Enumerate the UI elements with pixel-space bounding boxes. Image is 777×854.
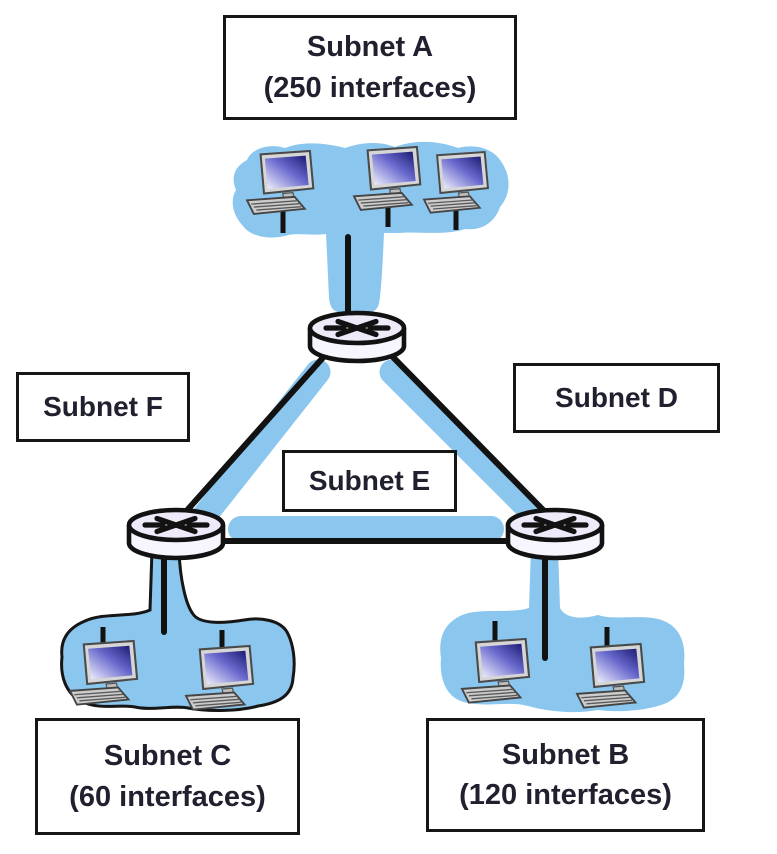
subnet-b-label-box: Subnet B (120 interfaces)	[426, 718, 705, 832]
subnet-a-name: Subnet A	[306, 31, 434, 64]
router-left-icon	[129, 510, 223, 558]
router-top-icon	[310, 313, 404, 361]
subnet-b-detail: (120 interfaces)	[459, 779, 672, 811]
subnet-a-label-box: Subnet A (250 interfaces)	[223, 15, 517, 120]
subnet-b-name: Subnet B	[501, 738, 630, 771]
subnet-f-name: Subnet F	[43, 390, 163, 422]
subnet-d-label-box: Subnet D	[513, 363, 720, 433]
subnet-f-cloud-band	[185, 359, 331, 537]
subnet-c-cloud	[60, 548, 296, 712]
subnet-d-cloud-band	[379, 359, 553, 533]
subnet-c-detail: (60 interfaces)	[69, 780, 266, 813]
subnet-c-name: Subnet C	[103, 740, 232, 773]
subnet-e-name: Subnet E	[308, 464, 431, 496]
link-subnet-f	[179, 349, 331, 519]
subnet-e-label-box: Subnet E	[282, 450, 457, 512]
subnet-d-name: Subnet D	[555, 381, 678, 413]
subnet-f-label-box: Subnet F	[16, 372, 190, 442]
link-subnet-d	[383, 347, 550, 517]
router-right-icon	[508, 510, 602, 558]
subnet-c-label-box: Subnet C (60 interfaces)	[35, 718, 300, 835]
subnet-e-cloud-band	[228, 516, 504, 542]
subnet-a-detail: (250 interfaces)	[263, 71, 477, 104]
